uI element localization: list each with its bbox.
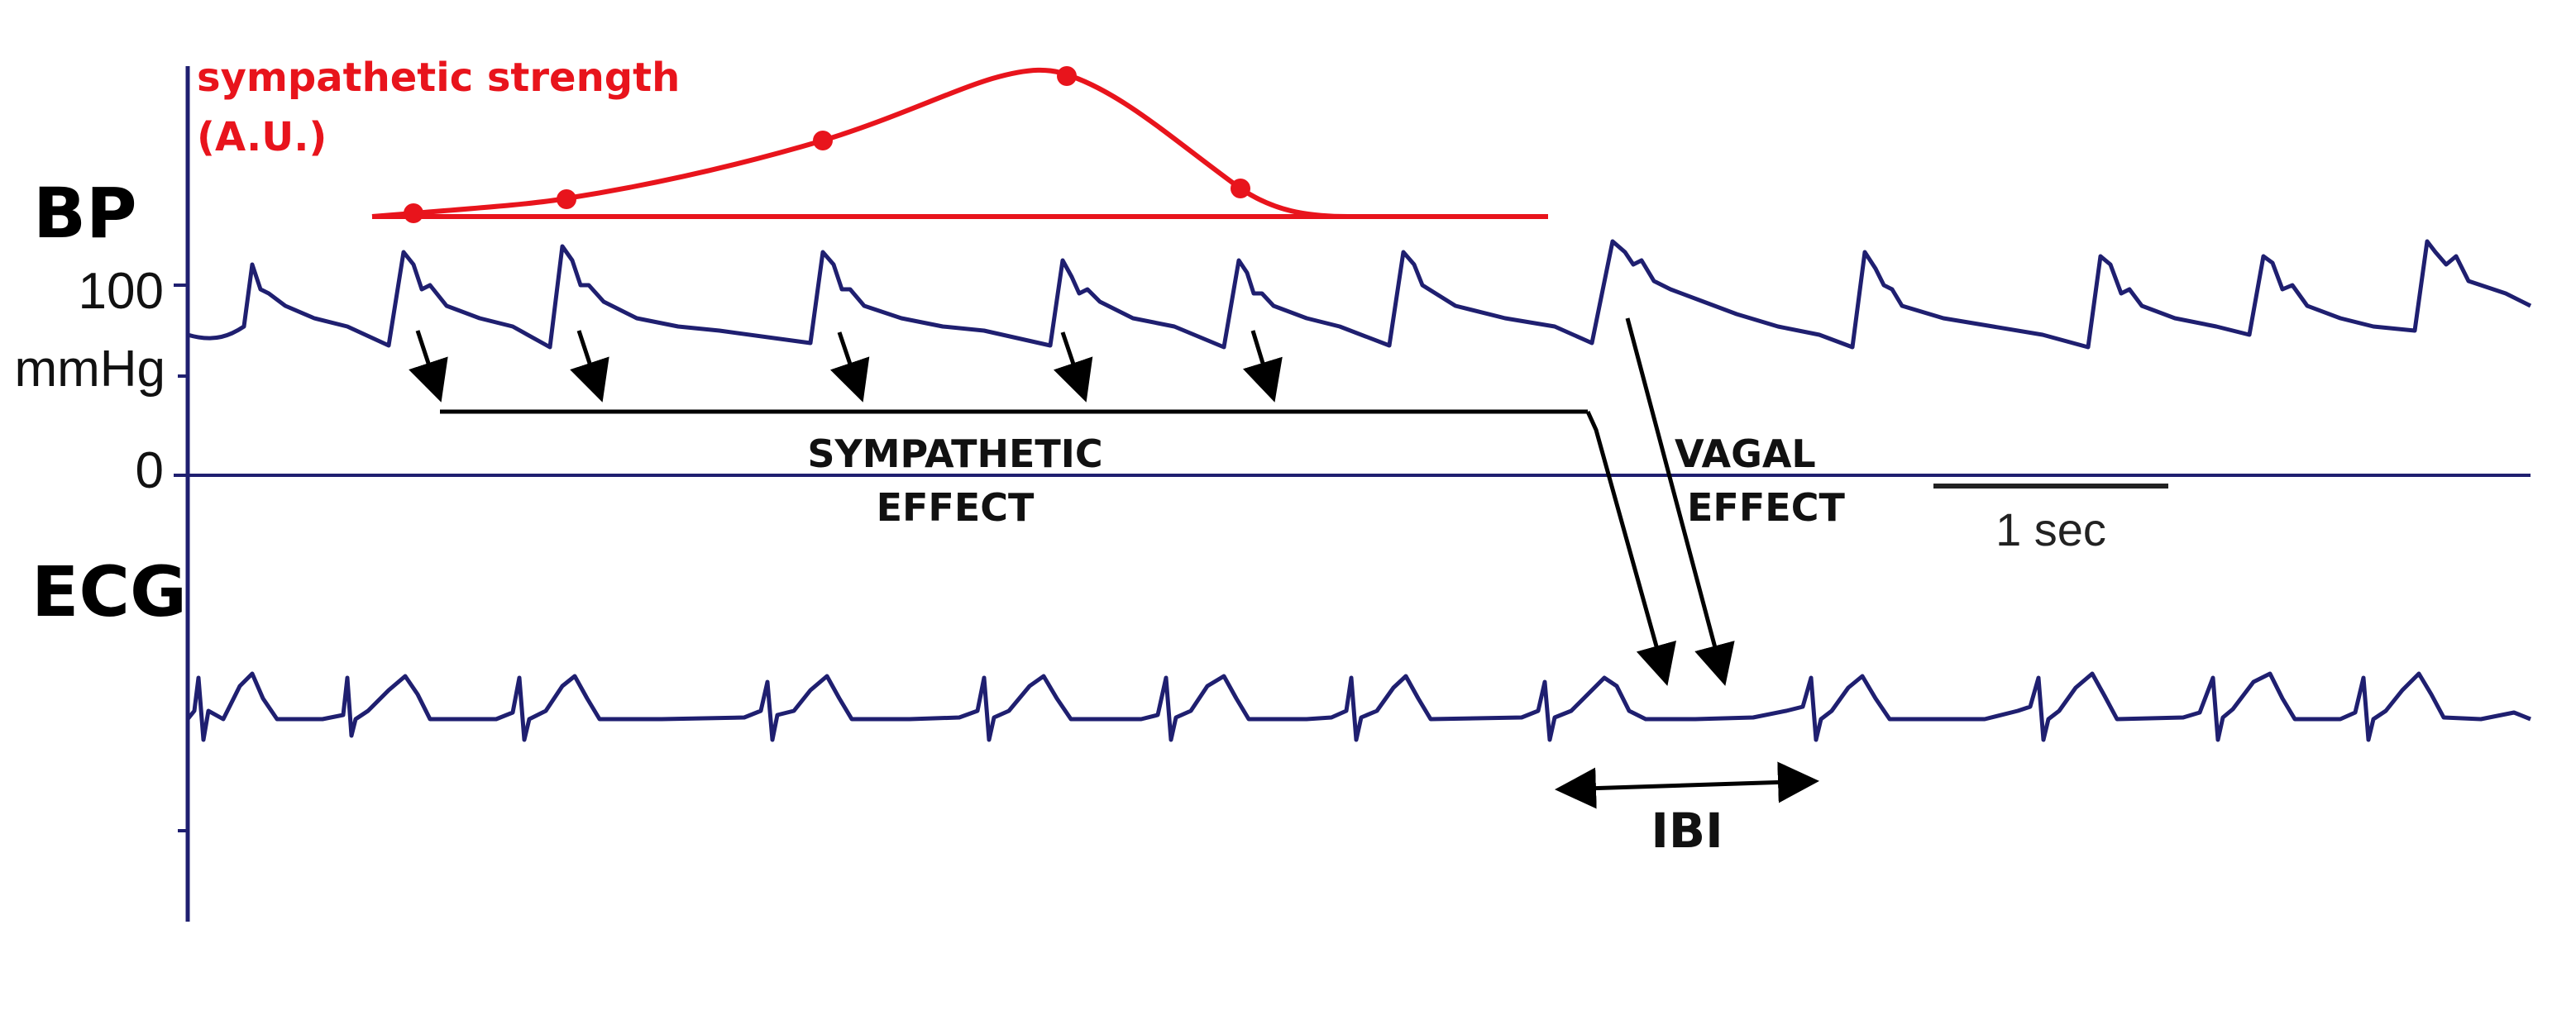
- vagal-effect-arrow: [1625, 317, 1735, 686]
- unit-label: mmHg: [14, 341, 165, 398]
- vagal-effect-label-line1: VAGAL: [1675, 431, 1816, 476]
- sympathetic-effect-label-line2: EFFECT: [877, 485, 1035, 530]
- tick-label-0: 0: [136, 442, 164, 499]
- vagal-effect-label-line2: EFFECT: [1687, 485, 1845, 530]
- sympathetic-point-2: [557, 189, 576, 209]
- sympathetic-point-4: [1057, 66, 1077, 86]
- sympathetic-point-5: [1231, 179, 1250, 198]
- time-scale-label: 1 sec: [1995, 503, 2106, 555]
- sympathetic-point-3: [813, 131, 833, 150]
- sympathetic-strength-label-line1: sympathetic strength: [197, 55, 680, 101]
- ibi-label: IBI: [1651, 803, 1723, 859]
- sympathetic-effect-label-line1: SYMPATHETIC: [807, 431, 1102, 476]
- ibi-arrow: [1555, 761, 1819, 809]
- ecg-label: ECG: [31, 551, 187, 632]
- sympathetic-strength-label-line2: (A.U.): [197, 114, 327, 160]
- tick-label-100: 100: [79, 263, 164, 320]
- bp-label: BP: [33, 173, 137, 254]
- sympathetic-effect-arrows: [409, 330, 1677, 686]
- bp-trace: [187, 239, 2532, 350]
- sympathetic-point-1: [404, 203, 423, 223]
- ecg-trace: [186, 671, 2531, 742]
